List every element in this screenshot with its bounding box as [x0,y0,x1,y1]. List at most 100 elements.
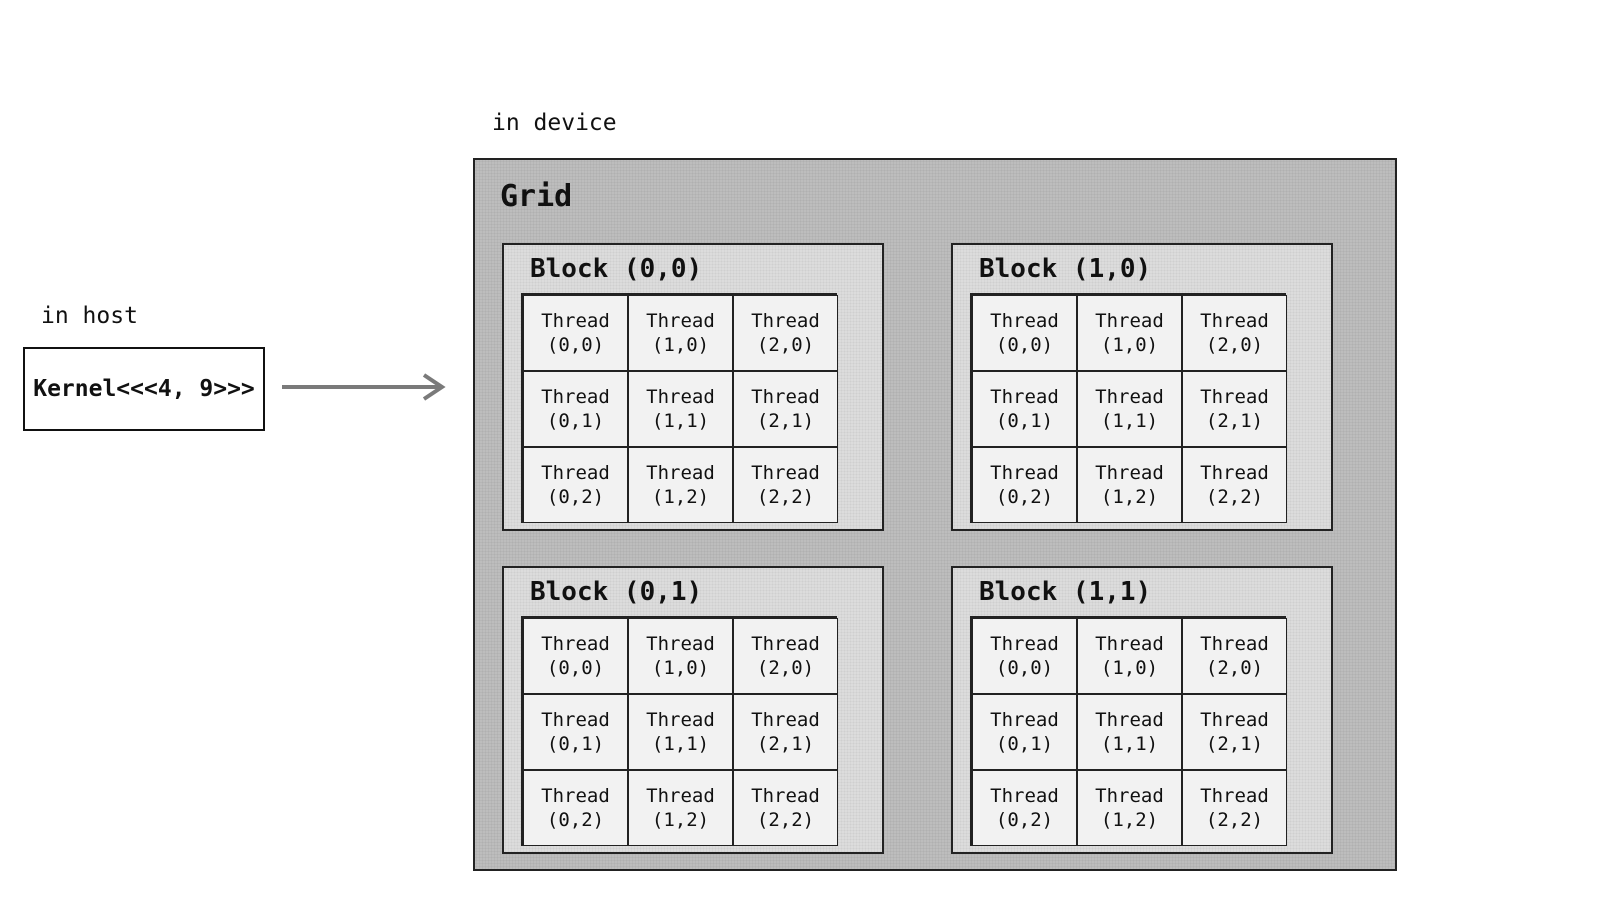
thread-label: Thread [751,310,820,332]
thread-index: (1,1) [651,410,710,432]
thread-index: (0,2) [995,809,1054,831]
block-0-0: Block (0,0) Thread(0,0)Thread(1,0)Thread… [502,243,884,531]
thread-cell: Thread(0,1) [972,371,1077,447]
thread-cell: Thread(2,2) [1182,770,1287,846]
thread-cell: Thread(1,1) [1077,371,1182,447]
thread-label: Thread [1200,310,1269,332]
grid: Grid Block (0,0) Thread(0,0)Thread(1,0)T… [473,158,1397,871]
thread-index: (1,2) [651,809,710,831]
thread-index: (0,0) [546,334,605,356]
thread-label: Thread [990,709,1059,731]
thread-grid: Thread(0,0)Thread(1,0)Thread(2,0)Thread(… [970,616,1287,846]
thread-label: Thread [1095,310,1164,332]
block-0-1: Block (0,1) Thread(0,0)Thread(1,0)Thread… [502,566,884,854]
thread-label: Thread [990,785,1059,807]
thread-cell: Thread(0,0) [523,618,628,694]
thread-index: (2,2) [1205,809,1264,831]
thread-cell: Thread(0,2) [523,770,628,846]
thread-cell: Thread(2,2) [1182,447,1287,523]
thread-cell: Thread(2,1) [733,371,838,447]
thread-index: (0,2) [546,486,605,508]
thread-label: Thread [1200,462,1269,484]
thread-label: Thread [990,462,1059,484]
thread-label: Thread [751,462,820,484]
thread-label: Thread [1095,462,1164,484]
thread-cell: Thread(0,2) [972,447,1077,523]
thread-cell: Thread(2,0) [733,618,838,694]
thread-index: (0,0) [546,657,605,679]
block-title: Block (1,1) [979,577,1152,607]
thread-cell: Thread(0,2) [523,447,628,523]
thread-index: (1,0) [1100,657,1159,679]
thread-index: (2,2) [756,486,815,508]
thread-cell: Thread(1,2) [1077,770,1182,846]
kernel-call-text: Kernel<<<4, 9>>> [33,376,255,402]
thread-cell: Thread(1,0) [1077,618,1182,694]
device-label: in device [492,110,617,136]
thread-label: Thread [646,462,715,484]
kernel-call-box: Kernel<<<4, 9>>> [23,347,265,431]
thread-index: (0,1) [995,410,1054,432]
thread-cell: Thread(2,1) [1182,371,1287,447]
thread-index: (2,0) [1205,657,1264,679]
thread-label: Thread [1200,633,1269,655]
thread-label: Thread [1200,785,1269,807]
thread-index: (0,1) [546,733,605,755]
thread-cell: Thread(0,0) [972,618,1077,694]
thread-label: Thread [751,386,820,408]
thread-index: (2,0) [1205,334,1264,356]
thread-index: (1,0) [651,334,710,356]
thread-grid: Thread(0,0)Thread(1,0)Thread(2,0)Thread(… [521,616,838,846]
thread-index: (1,1) [1100,410,1159,432]
thread-index: (1,0) [1100,334,1159,356]
thread-grid: Thread(0,0)Thread(1,0)Thread(2,0)Thread(… [521,293,838,523]
thread-cell: Thread(1,2) [628,447,733,523]
block-1-0: Block (1,0) Thread(0,0)Thread(1,0)Thread… [951,243,1333,531]
thread-label: Thread [751,785,820,807]
host-label: in host [41,303,138,329]
thread-label: Thread [751,633,820,655]
thread-cell: Thread(0,0) [523,295,628,371]
thread-index: (2,0) [756,657,815,679]
thread-index: (1,2) [1100,809,1159,831]
thread-index: (0,1) [995,733,1054,755]
thread-index: (2,1) [1205,733,1264,755]
thread-label: Thread [990,310,1059,332]
thread-label: Thread [751,709,820,731]
thread-index: (0,0) [995,657,1054,679]
thread-cell: Thread(0,1) [523,371,628,447]
block-title: Block (1,0) [979,254,1152,284]
thread-cell: Thread(1,0) [1077,295,1182,371]
thread-cell: Thread(2,0) [733,295,838,371]
thread-index: (0,2) [546,809,605,831]
block-1-1: Block (1,1) Thread(0,0)Thread(1,0)Thread… [951,566,1333,854]
thread-cell: Thread(1,1) [628,694,733,770]
thread-index: (2,2) [1205,486,1264,508]
thread-cell: Thread(1,0) [628,618,733,694]
thread-label: Thread [646,310,715,332]
thread-index: (2,1) [756,733,815,755]
thread-index: (2,2) [756,809,815,831]
thread-index: (1,0) [651,657,710,679]
thread-label: Thread [646,785,715,807]
thread-label: Thread [1095,785,1164,807]
thread-index: (2,0) [756,334,815,356]
thread-cell: Thread(1,2) [1077,447,1182,523]
thread-label: Thread [646,709,715,731]
thread-cell: Thread(1,1) [1077,694,1182,770]
thread-index: (1,1) [1100,733,1159,755]
thread-cell: Thread(1,0) [628,295,733,371]
thread-label: Thread [541,310,610,332]
thread-grid: Thread(0,0)Thread(1,0)Thread(2,0)Thread(… [970,293,1287,523]
thread-index: (0,1) [546,410,605,432]
thread-index: (2,1) [1205,410,1264,432]
thread-label: Thread [541,633,610,655]
thread-cell: Thread(2,1) [1182,694,1287,770]
block-title: Block (0,1) [530,577,703,607]
thread-cell: Thread(2,0) [1182,295,1287,371]
thread-cell: Thread(1,1) [628,371,733,447]
thread-label: Thread [1095,386,1164,408]
thread-label: Thread [990,633,1059,655]
thread-cell: Thread(0,1) [972,694,1077,770]
thread-label: Thread [1200,386,1269,408]
